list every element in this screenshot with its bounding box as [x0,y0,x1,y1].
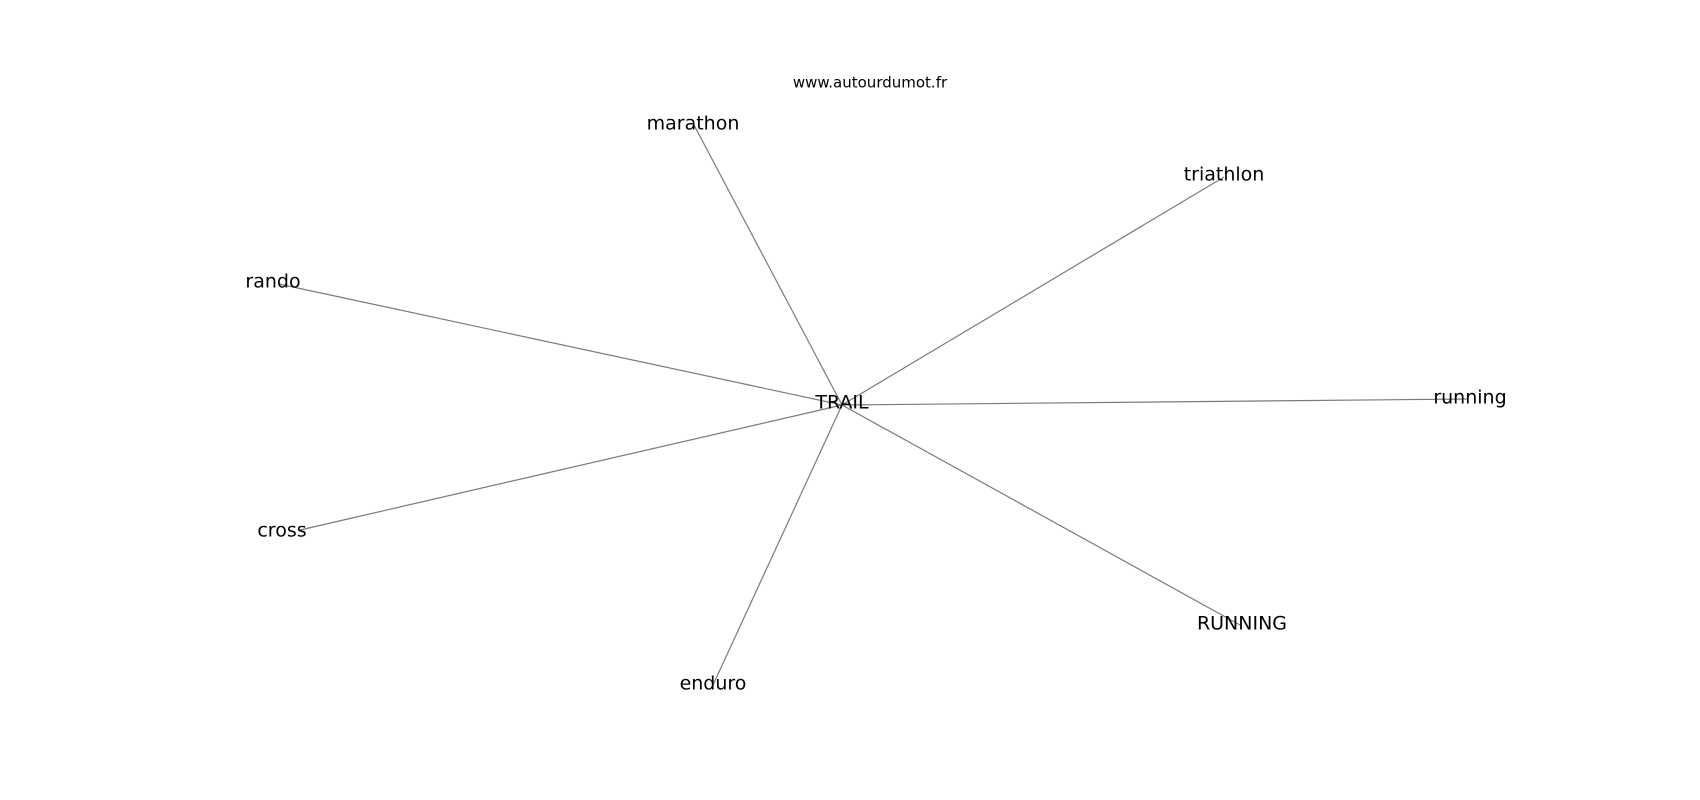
nodes-layer: TRAIL marathon triathlon rando running c… [245,113,1506,695]
node-running[interactable]: running [1433,387,1506,409]
node-enduro[interactable]: enduro [680,673,747,695]
edge-trail-triathlon [841,176,1225,406]
node-cross[interactable]: cross [257,520,306,542]
edge-trail-marathon [693,124,843,406]
edges-layer [278,124,1469,686]
node-center[interactable]: TRAIL [814,392,869,414]
node-triathlon[interactable]: triathlon [1184,164,1265,186]
node-rando[interactable]: rando [245,271,300,293]
edge-trail-rando [278,283,843,406]
edge-trail-cross [299,404,843,531]
edge-trail-enduro [712,404,843,686]
node-marathon[interactable]: marathon [647,113,740,135]
edge-trail-running-caps [841,404,1241,626]
edge-trail-running [841,398,1469,406]
watermark-text: www.autourdumot.fr [793,74,948,92]
node-running-caps[interactable]: RUNNING [1197,613,1287,635]
